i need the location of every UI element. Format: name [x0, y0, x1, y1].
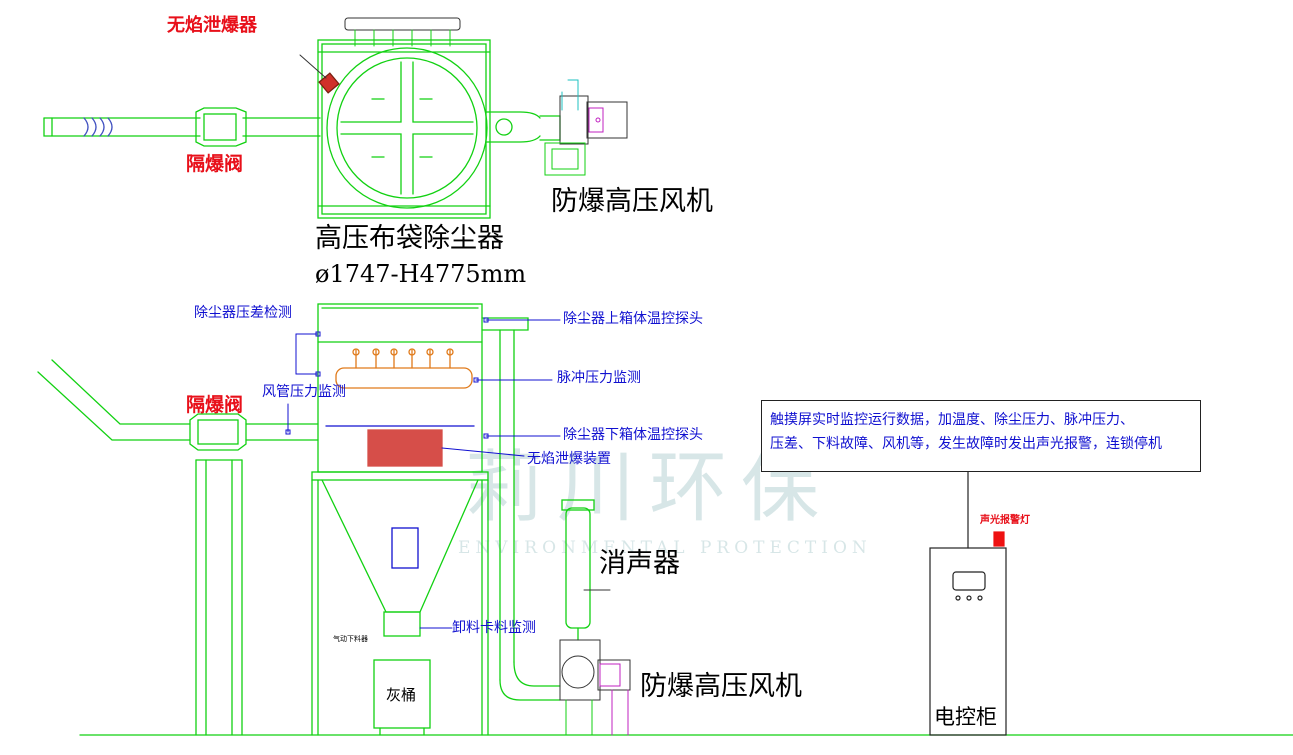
label-isolation-valve-top: 隔爆阀 — [186, 153, 244, 175]
top-collector-frame — [317, 39, 491, 219]
label-duct-pressure: 风管压力监测 — [262, 384, 346, 400]
label-flameless-vent-top: 无焰泄爆器 — [167, 15, 257, 36]
bottom-isolation-valve — [189, 413, 247, 451]
note-line-2: 压差、下料故障、风机等，发生故障时发出声光报警，连锁停机 — [770, 436, 1162, 452]
label-discharge-monitor: 卸料卡料监测 — [452, 620, 536, 636]
label-collector-dims: ø1747-H4775mm — [315, 260, 527, 288]
label-flameless-vent-device: 无焰泄爆装置 — [527, 451, 611, 467]
top-fan — [544, 79, 628, 176]
monitoring-note: 触摸屏实时监控运行数据，加温度、除尘压力、脉冲压力、 压差、下料故障、风机等，发… — [761, 400, 1201, 472]
flameless-vent-box — [367, 429, 443, 467]
label-upper-temp-probe: 除尘器上箱体温控探头 — [563, 311, 703, 327]
label-fan-top: 防爆高压风机 — [551, 186, 713, 217]
label-silencer: 消声器 — [599, 548, 680, 579]
label-isolation-valve-bottom: 隔爆阀 — [186, 394, 244, 416]
label-control-cabinet: 电控柜 — [934, 705, 997, 729]
watermark-sub: ENVIRONMENTAL PROTECTION — [458, 538, 872, 558]
top-isolation-valve — [195, 107, 247, 147]
top-outlet-duct — [485, 111, 561, 143]
label-lower-temp-probe: 除尘器下箱体温控探头 — [563, 427, 703, 443]
note-line-1: 触摸屏实时监控运行数据，加温度、除尘压力、脉冲压力、 — [770, 412, 1134, 428]
label-pneumatic-valve: 气动下料器 — [333, 635, 368, 643]
label-pulse-pressure: 脉冲压力监测 — [557, 370, 641, 386]
top-pulse-valves — [344, 17, 461, 47]
label-fan-bottom: 防爆高压风机 — [640, 671, 802, 702]
top-inlet-duct — [43, 117, 321, 137]
label-dp-monitor: 除尘器压差检测 — [194, 305, 292, 321]
label-alarm-light: 声光报警灯 — [980, 515, 1030, 526]
collector-hopper — [311, 471, 489, 736]
bottom-fan — [559, 639, 631, 736]
silencer — [561, 499, 595, 641]
label-ash-bin: 灰桶 — [386, 686, 417, 704]
label-collector-title: 高压布袋除尘器 — [315, 223, 504, 254]
outlet-duct-vertical — [481, 317, 561, 701]
control-cabinet-box — [929, 471, 1007, 736]
bottom-inlet-duct — [37, 359, 319, 736]
pulse-header — [335, 348, 473, 389]
watermark-brand: 莉川环保 — [465, 443, 834, 533]
top-flameless-vent — [318, 72, 340, 94]
